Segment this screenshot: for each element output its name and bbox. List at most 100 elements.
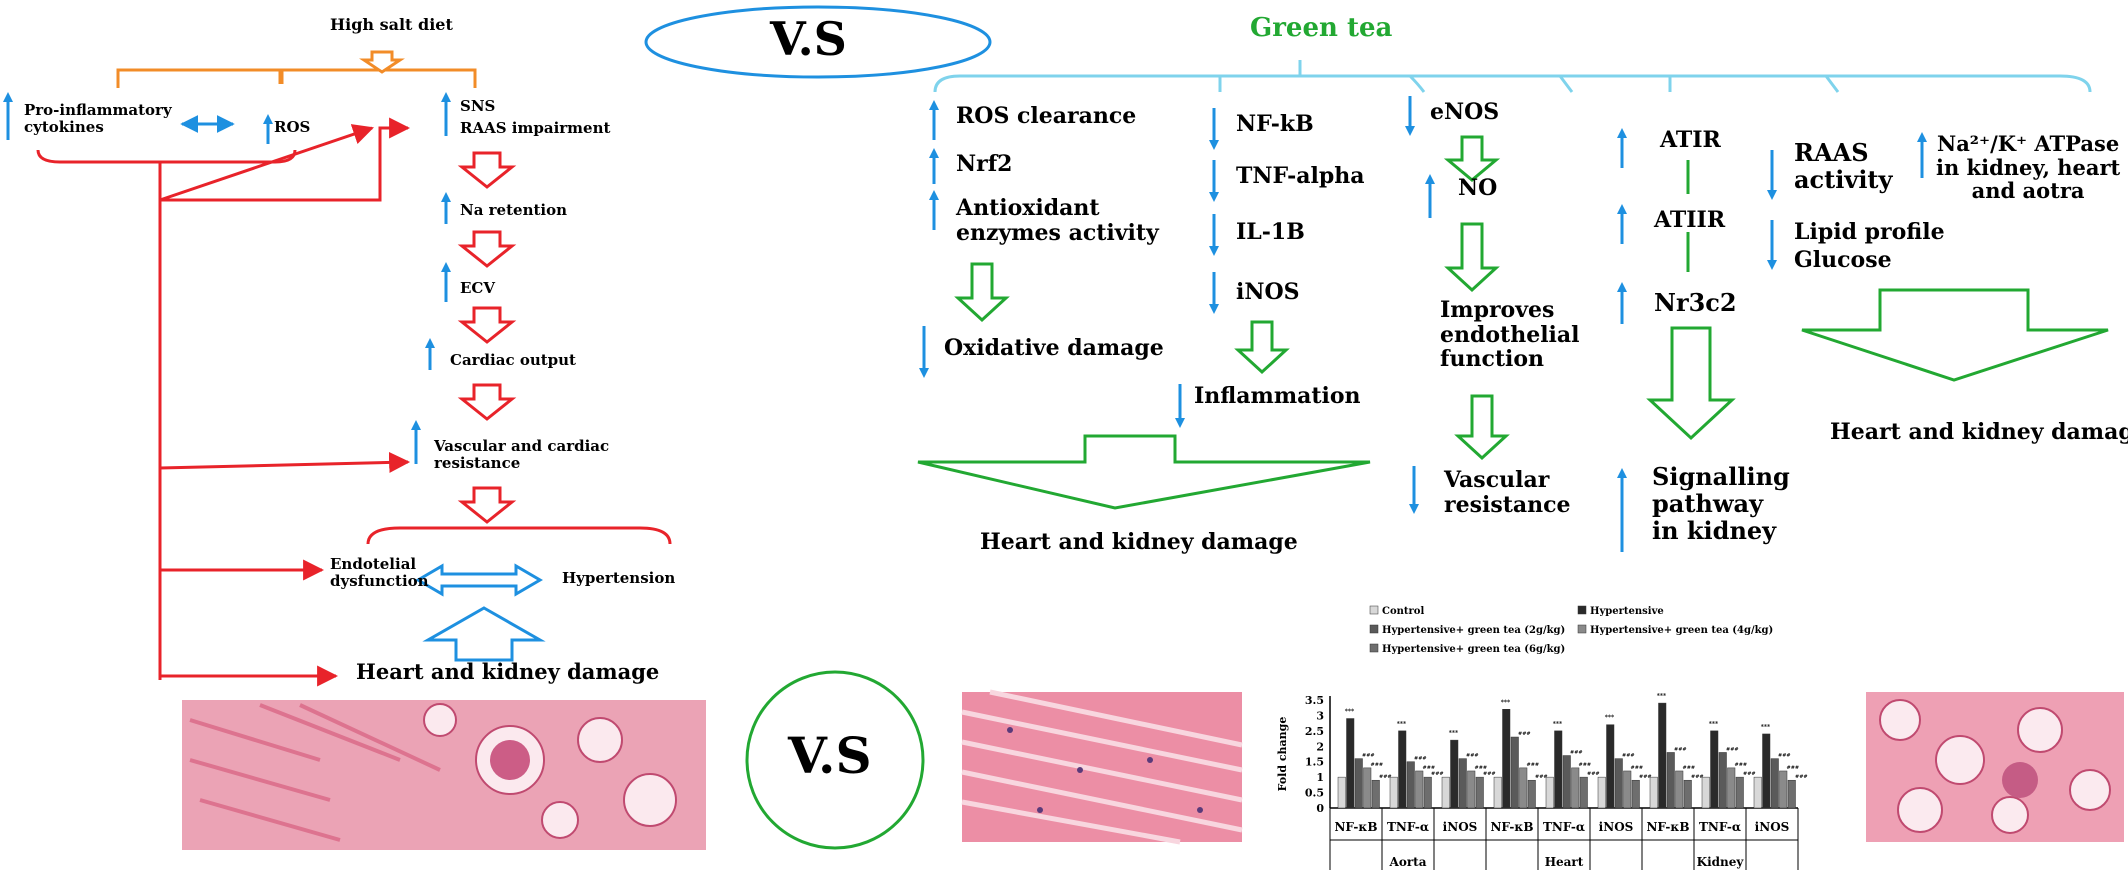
y-tick-label: 2.5 bbox=[1305, 725, 1324, 738]
y-tick-label: 3 bbox=[1316, 709, 1324, 722]
significance-label: ### bbox=[1414, 756, 1427, 762]
y-tick-label: 2 bbox=[1316, 740, 1324, 753]
legend-label: Hypertensive+ green tea (2g/kg) bbox=[1382, 625, 1565, 636]
significance-label: ### bbox=[1795, 774, 1808, 780]
oxidative-damage-label: Oxidative damage bbox=[944, 335, 1164, 361]
bar bbox=[1614, 758, 1623, 809]
na-k-atpase-label: Na²⁺/K⁺ ATPase in kidney, heart and aotr… bbox=[1936, 131, 2121, 204]
bar bbox=[1579, 776, 1588, 809]
significance-label: ### bbox=[1639, 774, 1652, 780]
significance-label: *** bbox=[1761, 724, 1770, 731]
ros-label: ROS bbox=[274, 118, 311, 136]
x-tick-label: NF-κB bbox=[1334, 820, 1377, 834]
glucose-label: Glucose bbox=[1794, 247, 1892, 273]
bar bbox=[1666, 752, 1675, 809]
bar bbox=[1571, 767, 1580, 809]
signalling-pathway-label: Signalling pathway in kidney bbox=[1652, 462, 1790, 545]
increase-arrow-icon bbox=[425, 338, 435, 370]
vs-ellipse-top bbox=[644, 5, 992, 79]
significance-label: ### bbox=[1579, 762, 1592, 768]
bar bbox=[1545, 776, 1554, 809]
decrease-arrow-icon bbox=[1405, 96, 1415, 136]
significance-label: ### bbox=[1466, 753, 1479, 759]
significance-label: ### bbox=[1483, 771, 1496, 777]
increase-arrow-icon bbox=[3, 92, 13, 140]
significance-label: ### bbox=[1535, 774, 1548, 780]
significance-label: ### bbox=[1518, 731, 1531, 737]
significance-label: ### bbox=[1735, 762, 1748, 768]
bar bbox=[1649, 776, 1658, 809]
y-tick-label: 1.5 bbox=[1305, 756, 1324, 769]
ros-clearance-label: ROS clearance bbox=[956, 103, 1137, 129]
bar bbox=[1779, 770, 1788, 809]
significance-label: *** bbox=[1397, 721, 1406, 728]
increase-arrow-icon bbox=[1617, 468, 1627, 552]
y-axis-label: Fold change bbox=[1276, 717, 1289, 792]
legend-label: Hypertensive+ green tea (4g/kg) bbox=[1590, 625, 1773, 636]
x-tick-label: iNOS bbox=[1443, 820, 1478, 834]
increase-arrow-icon bbox=[441, 262, 451, 302]
significance-label: ### bbox=[1683, 765, 1696, 771]
significance-label: ### bbox=[1787, 765, 1800, 771]
red-brace-left bbox=[36, 149, 297, 164]
tissue-image-2 bbox=[961, 689, 1243, 845]
increase-arrow-icon bbox=[929, 148, 939, 184]
legend-label: Hypertensive+ green tea (6g/kg) bbox=[1382, 644, 1565, 655]
bar bbox=[1502, 709, 1511, 809]
bar bbox=[1510, 736, 1519, 809]
lipid-profile-label: Lipid profile bbox=[1794, 219, 1945, 245]
antioxidant-enzymes-label: Antioxidant enzymes activity bbox=[956, 195, 1159, 246]
tissue-image-3 bbox=[1866, 692, 2124, 842]
x-tick-label: TNF-α bbox=[1543, 820, 1585, 834]
bar bbox=[1346, 718, 1355, 809]
bar bbox=[1562, 755, 1571, 809]
bar bbox=[1354, 758, 1363, 809]
green-down-arrows bbox=[917, 135, 2109, 510]
significance-label: ### bbox=[1379, 774, 1392, 780]
bar bbox=[1398, 730, 1407, 809]
blue-double-arrow bbox=[415, 563, 543, 597]
bar bbox=[1527, 779, 1536, 809]
decrease-arrow-icon bbox=[1209, 214, 1219, 256]
legend-label: Hypertensive bbox=[1590, 606, 1664, 617]
significance-label: ### bbox=[1674, 746, 1687, 752]
center-heart-kidney-damage-label: Heart and kidney damage bbox=[980, 529, 1298, 555]
bar bbox=[1423, 776, 1432, 809]
hypertension-label: Hypertension bbox=[562, 569, 676, 587]
bar bbox=[1363, 767, 1372, 809]
significance-label: *** bbox=[1605, 715, 1614, 722]
decrease-arrow-icon bbox=[1175, 384, 1185, 428]
decrease-arrow-icon bbox=[1767, 220, 1777, 270]
increase-arrow-icon bbox=[1617, 128, 1627, 168]
vascular-resistance-label: Vascular resistance bbox=[1444, 467, 1571, 518]
nf-kb-label: NF-kB bbox=[1236, 111, 1314, 137]
bar bbox=[1389, 776, 1398, 809]
legend-label: Control bbox=[1382, 606, 1424, 617]
significance-label: ### bbox=[1622, 753, 1635, 759]
decrease-arrow-icon bbox=[1209, 160, 1219, 202]
bar bbox=[1475, 776, 1484, 809]
increase-arrow-icon bbox=[263, 114, 273, 144]
bar bbox=[1683, 779, 1692, 809]
increase-arrow-icon bbox=[1617, 282, 1627, 324]
left-heart-kidney-damage-label: Heart and kidney damage bbox=[356, 659, 660, 684]
group-label: Kidney bbox=[1697, 855, 1745, 869]
decrease-arrow-icon bbox=[1409, 466, 1419, 514]
red-down-arrows bbox=[457, 151, 517, 524]
nrf2-label: Nrf2 bbox=[956, 151, 1013, 177]
cardiac-output-label: Cardiac output bbox=[450, 351, 576, 369]
significance-label: *** bbox=[1449, 730, 1458, 737]
bar bbox=[1406, 761, 1415, 809]
bar bbox=[1727, 767, 1736, 809]
red-branch-lines bbox=[158, 124, 411, 687]
x-tick-label: iNOS bbox=[1599, 820, 1634, 834]
group-label: Heart bbox=[1545, 855, 1584, 869]
group-label: Aorta bbox=[1389, 855, 1427, 869]
orange-brace bbox=[116, 68, 477, 88]
bar bbox=[1606, 724, 1615, 809]
x-tick-label: TNF-α bbox=[1699, 820, 1741, 834]
increase-arrow-icon bbox=[1617, 204, 1627, 244]
inflammation-label: Inflammation bbox=[1194, 383, 1361, 409]
nr3c2-label: Nr3c2 bbox=[1654, 288, 1737, 317]
